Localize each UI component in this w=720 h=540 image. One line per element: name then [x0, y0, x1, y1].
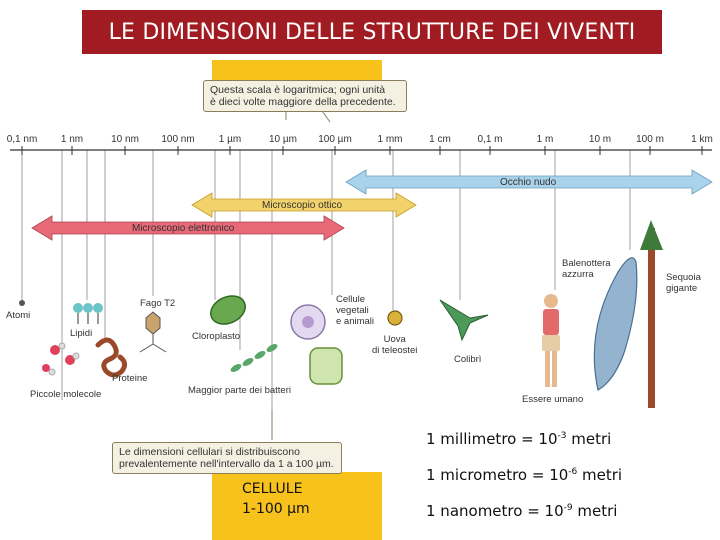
- unit-millimetre-text: 1 millimetro = 10: [426, 430, 558, 448]
- scale-label: 100 m: [636, 134, 664, 145]
- phage-label: Fago T2: [140, 298, 176, 309]
- whale-label-line2: azzurra: [562, 269, 594, 280]
- scale-label: 1 mm: [377, 134, 403, 145]
- unit-micrometre-text: 1 micrometro = 10: [426, 466, 569, 484]
- sequoia-label: Sequoia gigante: [666, 272, 701, 294]
- whale-label: Balenottera azzurra: [562, 258, 611, 280]
- scale-label: 10 m: [588, 134, 612, 145]
- small-molecules-icon: [42, 342, 80, 376]
- scale-label: 1 km: [691, 134, 713, 145]
- unit-millimetre: 1 millimetro = 10-3 metri: [426, 430, 611, 448]
- protein-icon: [95, 337, 128, 378]
- unit-millimetre-suffix: metri: [566, 430, 612, 448]
- unit-nanometre-text: 1 nanometro = 10: [426, 502, 564, 520]
- hummingbird-label: Colibrì: [454, 354, 482, 365]
- scale-label: 10 µm: [269, 134, 297, 145]
- scale-label: 10 nm: [111, 134, 139, 145]
- naked-eye-label: Occhio nudo: [500, 177, 557, 188]
- fish-egg-label: Uova di teleostei: [372, 334, 417, 356]
- callout-logarithmic: Questa scala è logaritmica; ogni unità è…: [203, 80, 407, 112]
- phage-icon: [139, 311, 167, 353]
- optical-microscope-arrow: [191, 192, 417, 218]
- cells-label-line1: Cellule: [336, 294, 366, 305]
- unit-nanometre-exp: -9: [563, 503, 573, 513]
- fish-egg-label-line2: di teleostei: [372, 345, 418, 356]
- cells-label-line2: vegetali: [336, 305, 369, 316]
- unit-micrometre: 1 micrometro = 10-6 metri: [426, 466, 622, 484]
- unit-micrometre-exp: -6: [568, 467, 578, 477]
- small-molecules-label: Piccole molecole: [30, 389, 102, 400]
- unit-micrometre-suffix: metri: [577, 466, 623, 484]
- scale-label: 0,1 m: [477, 134, 503, 145]
- sequoia-label-line2: gigante: [666, 283, 698, 294]
- scale-label: 1 cm: [429, 134, 451, 145]
- atom-icon: [19, 300, 25, 306]
- electron-microscope-label: Microscopio elettronico: [132, 223, 235, 234]
- plant-cell-icon: [309, 347, 343, 385]
- scale-label: 1 µm: [218, 134, 242, 145]
- cell-range-label: CELLULE 1-100 µm: [242, 479, 310, 519]
- cell-range-highlight-bottom: [212, 472, 382, 540]
- human-label: Essere umano: [522, 394, 584, 405]
- fish-egg-label-line1: Uova: [383, 334, 406, 345]
- unit-nanometre: 1 nanometro = 10-9 metri: [426, 502, 617, 520]
- scale-label: 100 nm: [161, 134, 195, 145]
- bacteria-icon: [230, 344, 278, 372]
- whale-icon: [593, 257, 638, 391]
- cells-label-line3: e animali: [336, 316, 375, 327]
- chloroplast-icon: [210, 295, 246, 325]
- electron-microscope-arrow: [31, 215, 345, 241]
- cell-range-label-line2: 1-100 µm: [242, 501, 310, 517]
- whale-label-line1: Balenottera: [562, 258, 611, 269]
- lipids-label: Lipidi: [70, 328, 93, 339]
- callout-top-line1: Questa scala è logaritmica; ogni unità: [210, 84, 386, 96]
- cells-label: Cellule vegetali e animali: [336, 294, 374, 327]
- sequoia-label-line1: Sequoia: [666, 272, 701, 283]
- atoms-label: Atomi: [6, 310, 31, 321]
- unit-nanometre-suffix: metri: [572, 502, 618, 520]
- lipid-icon: [73, 303, 103, 324]
- scale-label: 1 nm: [60, 134, 84, 145]
- nucleus-icon: [302, 316, 314, 328]
- scale-ticks: [21, 146, 703, 155]
- naked-eye-arrow: [345, 169, 713, 195]
- callout-bottom-line2: prevalentemente nell'intervallo da 1 a 1…: [119, 458, 334, 470]
- callout-cell-range: Le dimensioni cellulari si distribuiscon…: [112, 442, 342, 474]
- sequoia-icon: [640, 220, 663, 408]
- callout-top-line2: è dieci volte maggiore della precedente.: [210, 96, 396, 108]
- cell-range-label-line1: CELLULE: [242, 481, 303, 497]
- scale-label: 0,1 nm: [6, 134, 38, 145]
- proteins-label: Proteine: [112, 373, 148, 384]
- page-title: LE DIMENSIONI DELLE STRUTTURE DEI VIVENT…: [108, 19, 636, 45]
- scale-label: 1 m: [536, 134, 554, 145]
- title-bar: LE DIMENSIONI DELLE STRUTTURE DEI VIVENT…: [82, 10, 662, 54]
- bacteria-label: Maggior parte dei batteri: [188, 385, 291, 396]
- callout-bottom-line1: Le dimensioni cellulari si distribuiscon…: [119, 446, 300, 458]
- unit-millimetre-exp: -3: [557, 431, 567, 441]
- scale-label: 100 µm: [318, 134, 352, 145]
- human-icon: [542, 294, 560, 387]
- hummingbird-icon: [439, 299, 489, 342]
- chloroplast-label: Cloroplasto: [192, 331, 241, 342]
- fish-egg-icon: [387, 310, 403, 326]
- optical-microscope-label: Microscopio ottico: [262, 200, 343, 211]
